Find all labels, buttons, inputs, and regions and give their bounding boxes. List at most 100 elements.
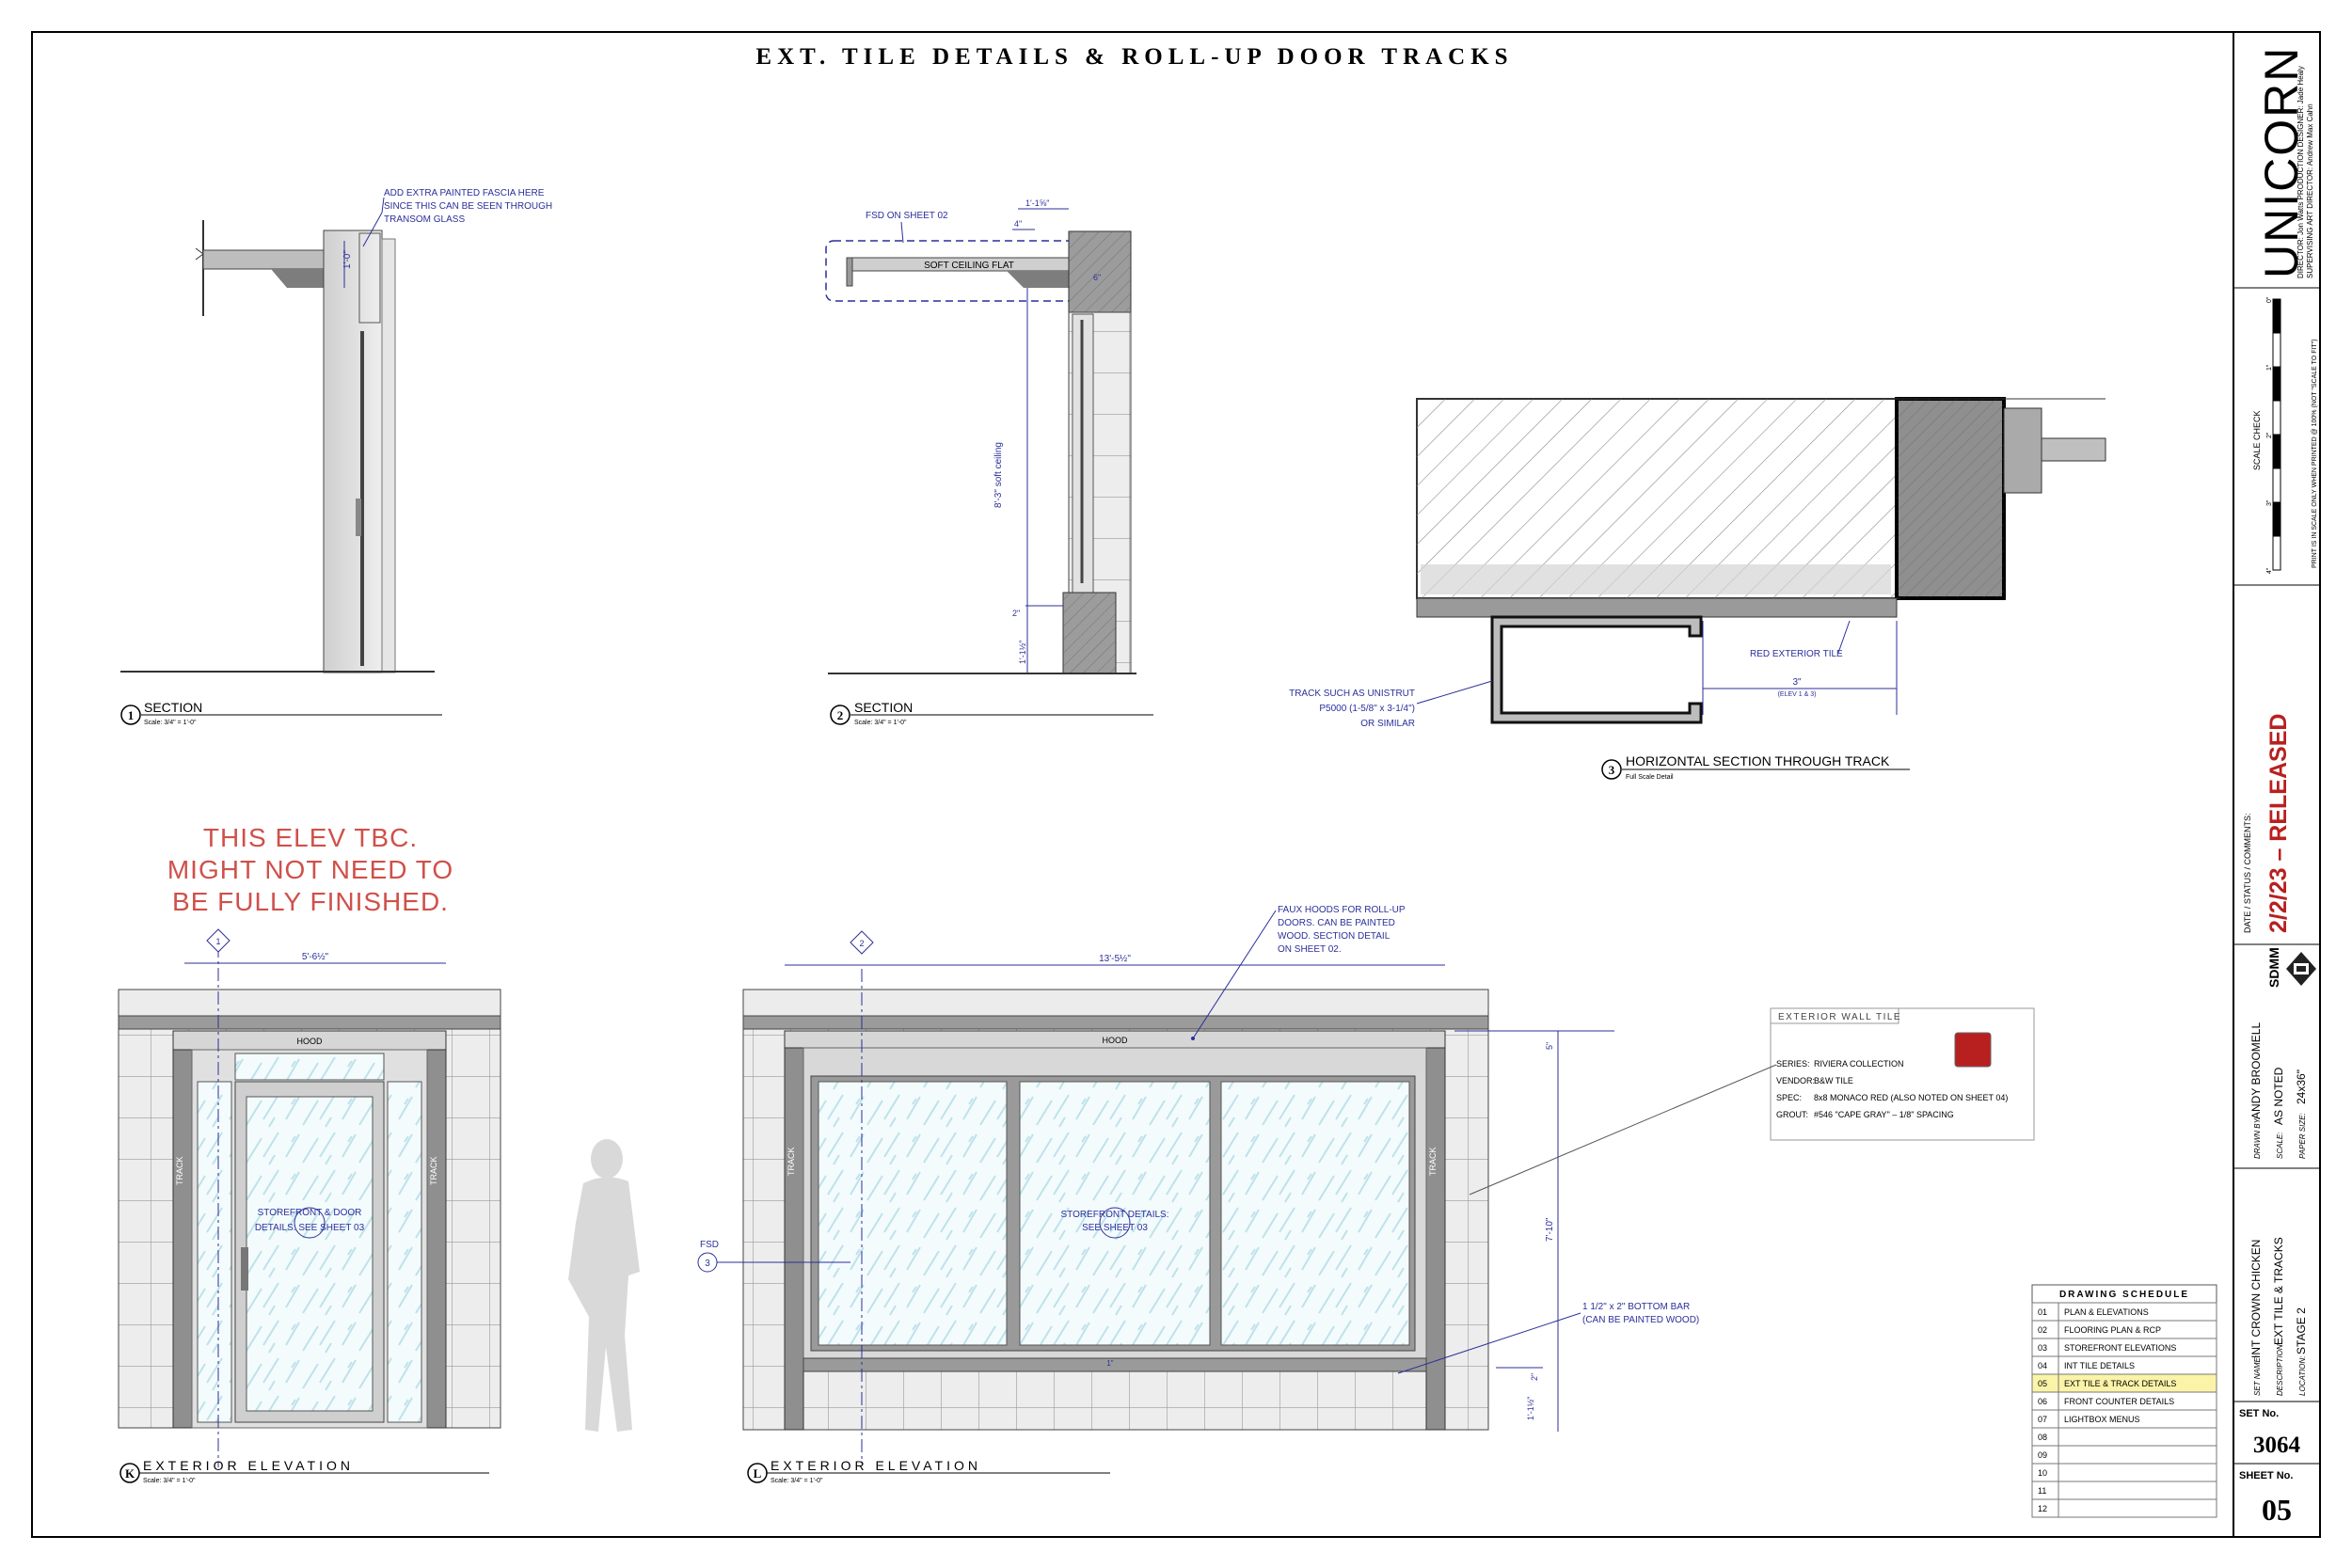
dl-hood-note-2: DOORS. CAN BE PAINTED	[1278, 918, 1395, 928]
dk-number: K	[125, 1466, 135, 1481]
scale-bar-segment	[2272, 535, 2281, 571]
d2-label: SECTION	[854, 700, 913, 715]
tile-row-val-3: #546 "CAPE GRAY" – 1/8" SPACING	[1814, 1110, 1954, 1119]
d3-dim-3: 3"	[1792, 677, 1802, 688]
detail-k-exterior-elevation: THIS ELEV TBC. MIGHT NOT NEED TO BE FULL…	[118, 823, 501, 1484]
schedule-row	[2031, 1498, 2217, 1518]
schedule-row-num: 09	[2038, 1450, 2047, 1460]
schedule-row-name: FLOORING PLAN & RCP	[2064, 1325, 2161, 1335]
scale-bar-segment	[2272, 366, 2281, 402]
d2-number: 2	[837, 708, 844, 722]
schedule-row-num: 01	[2038, 1307, 2047, 1317]
tile-row-key-3: GROUT:	[1776, 1110, 1808, 1119]
dk-label: EXTERIOR ELEVATION	[143, 1458, 354, 1473]
dl-storefront-2: SEE SHEET 03	[1082, 1223, 1148, 1233]
tbc-line-3: BE FULLY FINISHED.	[172, 887, 449, 916]
dl-scale: Scale: 3/4" = 1'-0"	[771, 1478, 823, 1484]
schedule-rows: 01 PLAN & ELEVATIONS 02 FLOORING PLAN & RCP…	[2031, 1302, 2217, 1518]
set-no-label: SET No.	[2239, 1408, 2279, 1419]
scale-check-label: SCALE CHECK	[2252, 410, 2262, 470]
tile-row-key-2: SPEC:	[1776, 1093, 1802, 1102]
dk-hood: HOOD	[297, 1037, 324, 1046]
scale-bar-segment	[2272, 434, 2281, 469]
dl-dim-1: 1"	[1106, 1359, 1113, 1368]
scale-bar-segment	[2272, 501, 2281, 537]
d1-number: 1	[128, 708, 135, 722]
schedule-row-num: 10	[2038, 1468, 2047, 1478]
schedule-row-num: 06	[2038, 1397, 2047, 1406]
tile-swatch	[1954, 1032, 1992, 1068]
d3-scale: Full Scale Detail	[1626, 774, 1674, 781]
d2-dim-bottom: 1'-1½"	[1018, 641, 1027, 664]
d2-dim-4: 4"	[1014, 219, 1022, 229]
schedule-row-num: 12	[2038, 1504, 2047, 1513]
d2-dim-6: 6"	[1093, 273, 1101, 282]
paper: 24x36"	[2295, 1069, 2308, 1104]
dl-storefront-1: STOREFRONT DETAILS:	[1060, 1210, 1168, 1220]
logo: UNICORN	[2255, 46, 2308, 278]
dl-hood-note-1: FAUX HOODS FOR ROLL-UP	[1278, 905, 1406, 915]
dk-track-left: TRACK	[175, 1156, 184, 1185]
schedule-row	[2031, 1463, 2217, 1482]
dl-hood-note-4: ON SHEET 02.	[1278, 944, 1342, 955]
iatse-logo	[2286, 952, 2316, 986]
d2-scale: Scale: 3/4" = 1'-0"	[854, 720, 907, 726]
scale-bar-mark: 1"	[2266, 364, 2273, 371]
d3-tile-note: RED EXTERIOR TILE	[1750, 649, 1843, 659]
scale-bar-mark: 0"	[2266, 296, 2273, 303]
schedule-row-name: PLAN & ELEVATIONS	[2064, 1307, 2149, 1317]
schedule-row-num: 05	[2038, 1379, 2047, 1388]
dl-track-left: TRACK	[787, 1147, 796, 1176]
set-no: 3064	[2253, 1433, 2301, 1458]
schedule-row-name: LIGHTBOX MENUS	[2064, 1415, 2140, 1424]
scale-bar-mark: 3"	[2266, 499, 2273, 506]
set-name: INT CROWN CHICKEN	[2249, 1240, 2263, 1358]
d1-scale: Scale: 3/4" = 1'-0"	[144, 720, 197, 726]
drawn-by: ANDY BROOMELL	[2249, 1022, 2263, 1119]
d1-label: SECTION	[144, 700, 202, 715]
sheet-no-label: SHEET No.	[2239, 1470, 2293, 1481]
desc: EXT TILE & TRACKS	[2272, 1237, 2285, 1345]
drawn-by-label: DRAWN BY:	[2253, 1117, 2262, 1159]
schedule-row-num: 02	[2038, 1325, 2047, 1335]
d3-number: 3	[1609, 763, 1615, 777]
dept: SDMM	[2266, 947, 2281, 988]
dl-marker: 2	[859, 939, 864, 948]
title-block: UNICORN DIRECTOR: Jon Watts PRODUCTION D…	[2233, 46, 2320, 1527]
scale-bar-segment	[2272, 332, 2281, 368]
dl-dim-bottom: 1'-1½"	[1526, 1397, 1535, 1420]
desc-label: DESCRIPTION:	[2276, 1342, 2284, 1396]
scale: AS NOTED	[2272, 1067, 2285, 1125]
dk-dim-width: 5'-6½"	[302, 952, 329, 962]
tile-row-val-2: 8x8 MONACO RED (ALSO NOTED ON SHEET 04)	[1814, 1093, 2008, 1102]
d2-ceiling: SOFT CEILING FLAT	[924, 261, 1014, 271]
dl-dim-height: 7'-10"	[1545, 1217, 1555, 1242]
dk-storefront-1: STOREFRONT & DOOR	[258, 1208, 362, 1218]
status: 2/2/23 – RELEASED	[2265, 714, 2292, 933]
tile-card-heading: EXTERIOR WALL TILE	[1778, 1012, 1901, 1022]
d3-track-note-3: OR SIMILAR	[1360, 719, 1415, 729]
dl-dim-width: 13'-5½"	[1099, 954, 1131, 964]
scale-bar: 0"1"2"3"4"	[2266, 296, 2281, 574]
schedule-row	[2031, 1427, 2217, 1447]
schedule-row-num: 08	[2038, 1433, 2047, 1442]
scale-label: SCALE:	[2276, 1132, 2284, 1159]
d3-track-note-2: P5000 (1-5/8" x 3-1/4")	[1319, 704, 1415, 714]
dl-bar-note-1: 1 1/2" x 2" BOTTOM BAR	[1582, 1302, 1690, 1312]
dk-marker: 1	[215, 937, 220, 946]
dl-label: EXTERIOR ELEVATION	[771, 1458, 981, 1473]
tbc-line-2: MIGHT NOT NEED TO	[167, 855, 453, 884]
credits-line-1: DIRECTOR: Jon Watts PRODUCTION DESIGNER:…	[2296, 66, 2305, 278]
d2-dim-soft: 8'-3" soft ceiling	[993, 442, 1004, 508]
d1-dim: 1'-0"	[342, 250, 353, 269]
schedule-row-name: FRONT COUNTER DETAILS	[2064, 1397, 2174, 1406]
schedule-row	[2031, 1445, 2217, 1465]
sheet-title: EXT. TILE DETAILS & ROLL-UP DOOR TRACKS	[755, 44, 1513, 70]
d3-label: HORIZONTAL SECTION THROUGH TRACK	[1626, 753, 1890, 768]
schedule-row-name: EXT TILE & TRACK DETAILS	[2064, 1379, 2176, 1388]
sheet-no: 05	[2262, 1493, 2292, 1527]
status-label: DATE / STATUS / COMMENTS:	[2243, 813, 2252, 933]
